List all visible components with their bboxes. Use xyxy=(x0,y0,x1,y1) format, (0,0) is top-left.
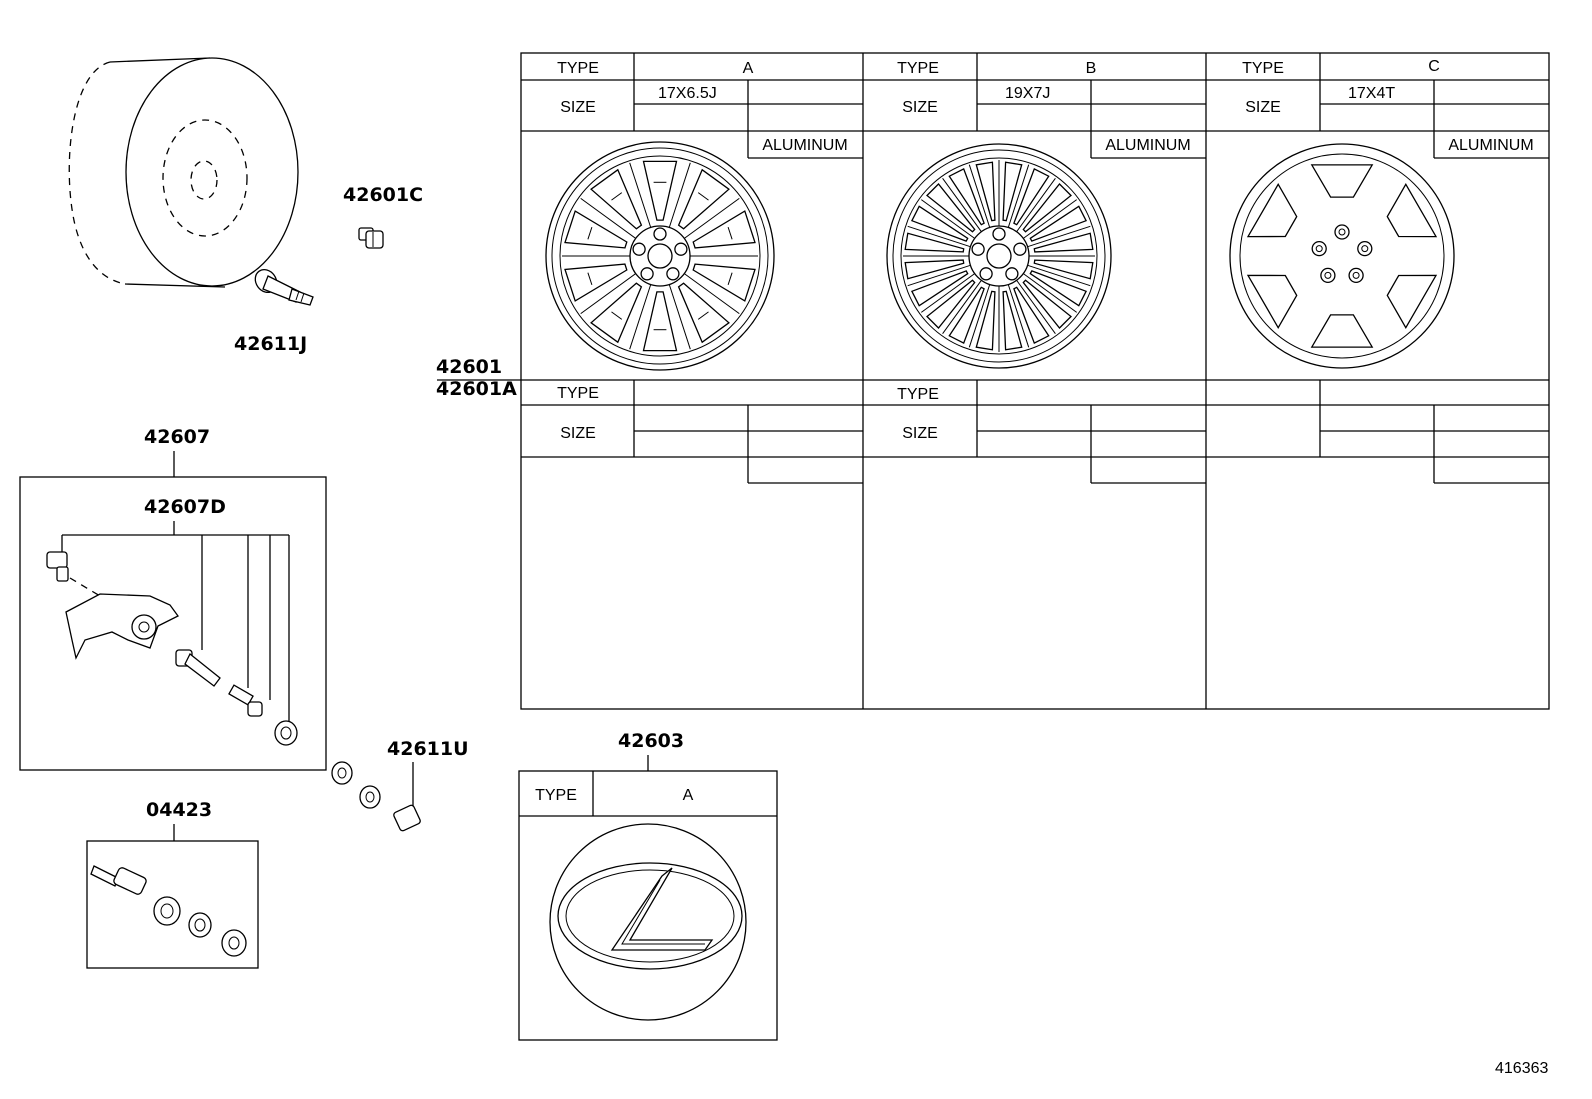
size-value-c: 17X4T xyxy=(1348,85,1395,102)
wheel-table xyxy=(437,52,1550,710)
wheel-c-drawing xyxy=(1229,143,1455,369)
type-value-b: B xyxy=(1086,60,1097,77)
part-number-42601A: 42601A xyxy=(436,378,517,400)
lug-nut-42601C-drawing xyxy=(358,227,384,249)
type-label-a: TYPE xyxy=(557,60,599,77)
wheel-column-c xyxy=(1319,53,1549,484)
type-label-lower-b: TYPE xyxy=(897,386,939,403)
valve-kit-04423-drawing xyxy=(90,865,247,957)
part-number-42603: 42603 xyxy=(618,730,684,752)
grommet-parts-42611U-drawing xyxy=(331,761,421,832)
wheel-a-drawing xyxy=(545,141,775,371)
size-label-b: SIZE xyxy=(902,99,938,116)
cap-table xyxy=(518,770,778,1041)
cap-type-value: A xyxy=(683,787,694,804)
size-label-lower-a: SIZE xyxy=(560,425,596,442)
tire-drawing xyxy=(68,57,299,288)
type-value-a: A xyxy=(743,60,754,77)
leader-lines-42607D xyxy=(61,521,290,722)
tpms-sensor-drawing xyxy=(46,551,298,746)
part-number-42601C: 42601C xyxy=(343,184,423,206)
valve-stem-42611J-drawing xyxy=(254,268,314,306)
box-04423 xyxy=(86,840,259,969)
type-value-c: C xyxy=(1428,58,1440,75)
figure-id: 416363 xyxy=(1495,1060,1548,1077)
size-value-a: 17X6.5J xyxy=(658,85,717,102)
wheel-column-b xyxy=(976,53,1206,484)
size-value-b: 19X7J xyxy=(1005,85,1050,102)
box-42607 xyxy=(19,476,327,771)
part-number-42611J: 42611J xyxy=(234,333,307,355)
size-label-a: SIZE xyxy=(560,99,596,116)
part-number-42607: 42607 xyxy=(144,426,210,448)
wheel-column-a xyxy=(633,53,863,484)
cap-type-label: TYPE xyxy=(535,787,577,804)
size-label-c: SIZE xyxy=(1245,99,1281,116)
center-cap-emblem-drawing xyxy=(549,823,747,1021)
part-number-42607D: 42607D xyxy=(144,496,226,518)
material-a: ALUMINUM xyxy=(762,137,847,154)
wheel-b-drawing xyxy=(886,143,1112,369)
material-c: ALUMINUM xyxy=(1448,137,1533,154)
material-b: ALUMINUM xyxy=(1105,137,1190,154)
part-number-04423: 04423 xyxy=(146,799,212,821)
type-label-lower-a: TYPE xyxy=(557,385,599,402)
type-label-b: TYPE xyxy=(897,60,939,77)
part-number-42601: 42601 xyxy=(436,356,502,378)
part-number-42611U: 42611U xyxy=(387,738,469,760)
type-label-c: TYPE xyxy=(1242,60,1284,77)
size-label-lower-b: SIZE xyxy=(902,425,938,442)
